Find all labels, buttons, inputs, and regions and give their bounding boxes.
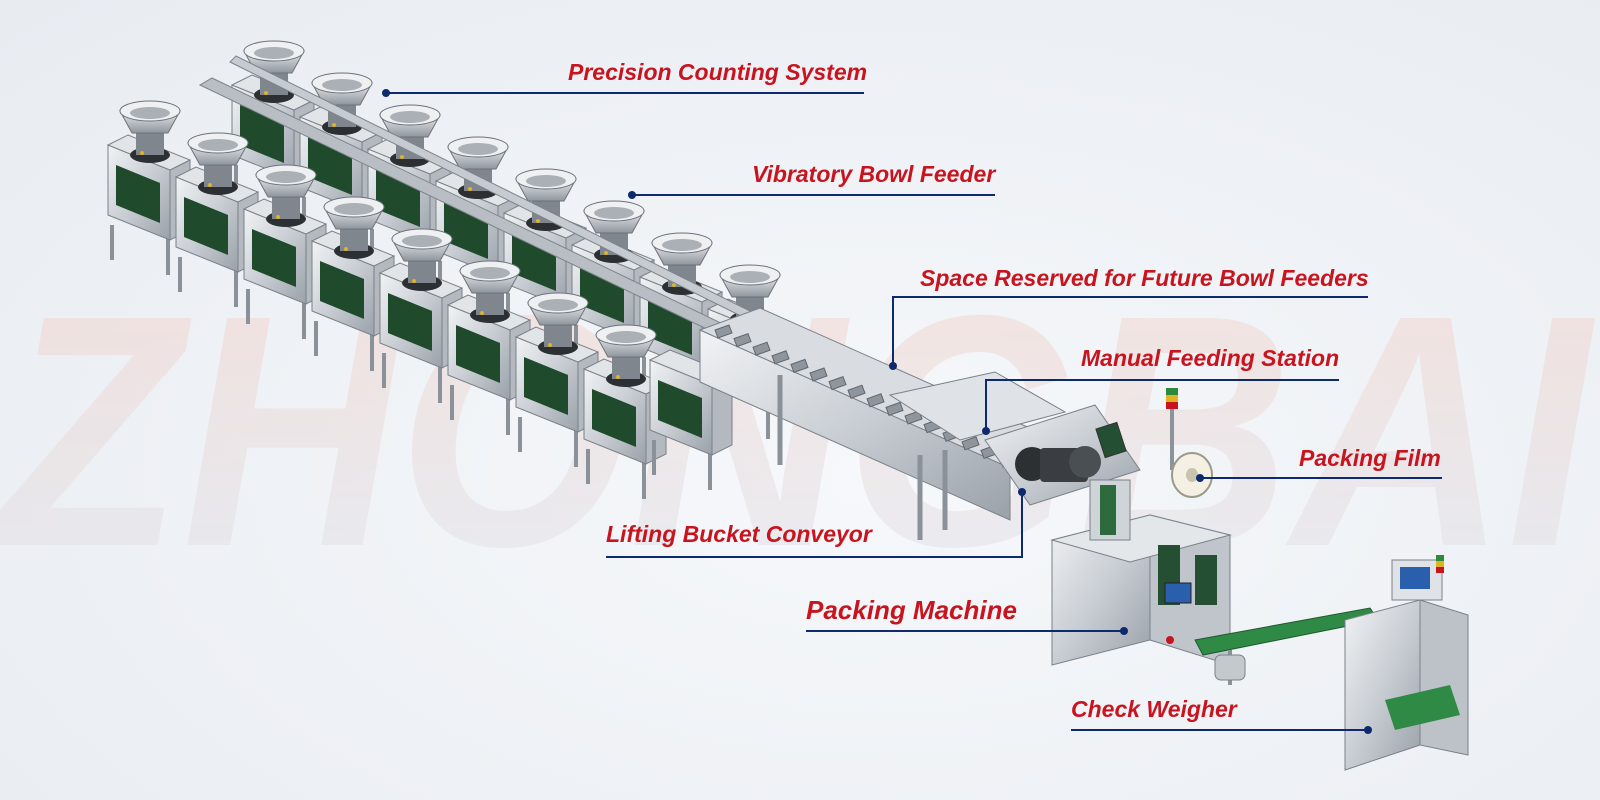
check-weigher-body xyxy=(1344,555,1469,771)
output-conveyor xyxy=(1194,607,1379,685)
packing-machine-body xyxy=(1050,479,1232,666)
label-lifting-bucket-conveyor: Lifting Bucket Conveyor xyxy=(606,521,872,547)
feeder-station xyxy=(648,349,734,490)
label-check-weigher: Check Weigher xyxy=(1071,696,1237,722)
feeder-station xyxy=(446,260,532,435)
callout-leaders xyxy=(382,89,1442,734)
label-precision-counting-system: Precision Counting System xyxy=(568,59,868,85)
watermark-logo: ZHONGBAI xyxy=(0,246,1596,615)
label-packing-machine: Packing Machine xyxy=(806,595,1017,625)
svg-text:ZHONGBAI: ZHONGBAI xyxy=(0,246,1596,615)
label-space-reserved: Space Reserved for Future Bowl Feeders xyxy=(920,265,1369,291)
label-manual-feeding-station: Manual Feeding Station xyxy=(1081,345,1340,371)
label-vibratory-bowl-feeder: Vibratory Bowl Feeder xyxy=(752,161,996,187)
feeder-station xyxy=(106,100,192,275)
feeder-station xyxy=(378,228,464,403)
packing-film-roll xyxy=(1166,388,1213,498)
label-packing-film: Packing Film xyxy=(1299,445,1441,471)
feeder-station xyxy=(242,164,328,339)
feeder-station xyxy=(310,196,396,371)
feeder-station xyxy=(514,292,600,467)
